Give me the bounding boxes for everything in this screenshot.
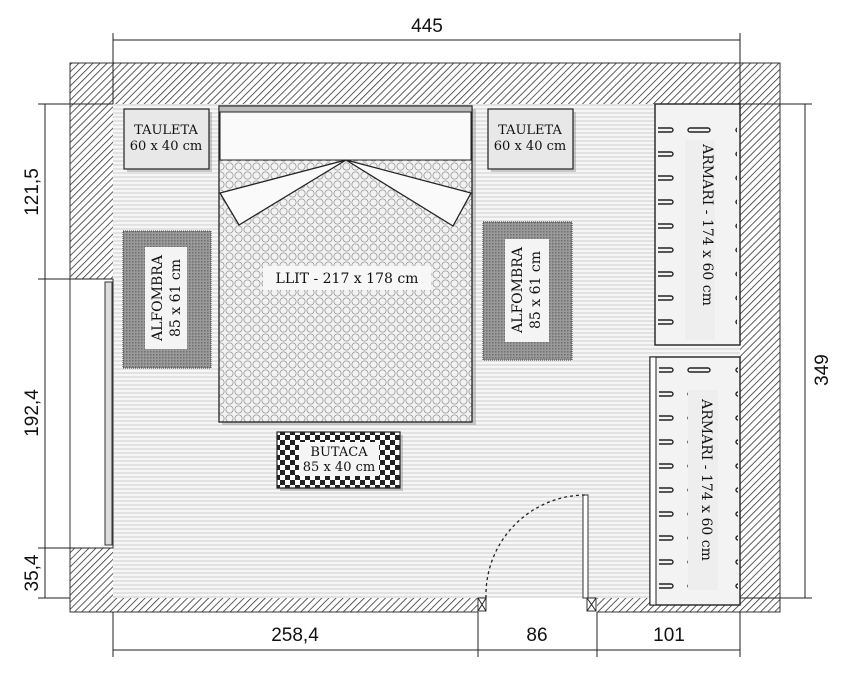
armari-top-label: ARMARI - 174 x 60 cm bbox=[699, 143, 715, 306]
butaca: BUTACA 85 x 40 cm bbox=[276, 431, 403, 491]
dimension-left-bottom: 35,4 bbox=[22, 554, 43, 591]
dimension-top: 445 bbox=[112, 16, 741, 104]
bed-label: LLIT - 217 x 178 cm bbox=[276, 271, 419, 287]
tauleta-left: TAULETA 60 x 40 cm bbox=[123, 108, 212, 172]
alfombra-left-name: ALFOMBRA bbox=[150, 254, 166, 342]
bed-sheet-fold-right bbox=[345, 159, 472, 227]
armari-top: ARMARI - 174 x 60 cm bbox=[654, 103, 741, 346]
bed-sheet-fold-left bbox=[219, 159, 347, 226]
tauleta-right-name: TAULETA bbox=[498, 123, 562, 138]
butaca-name: BUTACA bbox=[310, 445, 368, 460]
tauleta-left-size: 60 x 40 cm bbox=[130, 139, 202, 154]
bed-headboard bbox=[218, 105, 473, 113]
armari-bottom: ARMARI - 174 x 60 cm bbox=[649, 356, 741, 606]
dimension-bottom: 258,4 86 101 bbox=[112, 612, 741, 657]
alfombra-right-size: 85 x 61 cm bbox=[528, 251, 544, 329]
dimension-right: 349 bbox=[740, 103, 833, 599]
door-swing-arc bbox=[485, 494, 586, 599]
door-leaf bbox=[582, 494, 589, 599]
armari-bottom-label: ARMARI - 174 x 60 cm bbox=[698, 398, 714, 561]
bed: LLIT - 217 x 178 cm bbox=[218, 105, 476, 425]
dimension-bottom-right: 101 bbox=[653, 625, 685, 646]
bed-pillow-band bbox=[219, 111, 472, 161]
alfombra-right-name: ALFOMBRA bbox=[510, 246, 526, 334]
alfombra-right: ALFOMBRA 85 x 61 cm bbox=[482, 221, 573, 361]
dimension-bottom-left: 258,4 bbox=[271, 625, 319, 646]
alfombra-left-size: 85 x 61 cm bbox=[168, 259, 184, 337]
dimension-right-height: 349 bbox=[812, 354, 833, 386]
dimension-left: 121,5 192,4 35,4 bbox=[22, 103, 113, 599]
tauleta-left-name: TAULETA bbox=[134, 123, 198, 138]
dimension-bottom-door: 86 bbox=[526, 625, 547, 646]
tauleta-right: TAULETA 60 x 40 cm bbox=[487, 108, 576, 172]
tauleta-right-size: 60 x 40 cm bbox=[494, 139, 566, 154]
alfombra-left: ALFOMBRA 85 x 61 cm bbox=[122, 230, 212, 369]
dimension-left-top: 121,5 bbox=[22, 168, 43, 216]
dimension-top-width: 445 bbox=[411, 16, 443, 37]
butaca-size: 85 x 40 cm bbox=[303, 460, 375, 475]
window-frame bbox=[104, 281, 113, 546]
door bbox=[485, 494, 589, 599]
dimension-left-window: 192,4 bbox=[22, 389, 43, 437]
